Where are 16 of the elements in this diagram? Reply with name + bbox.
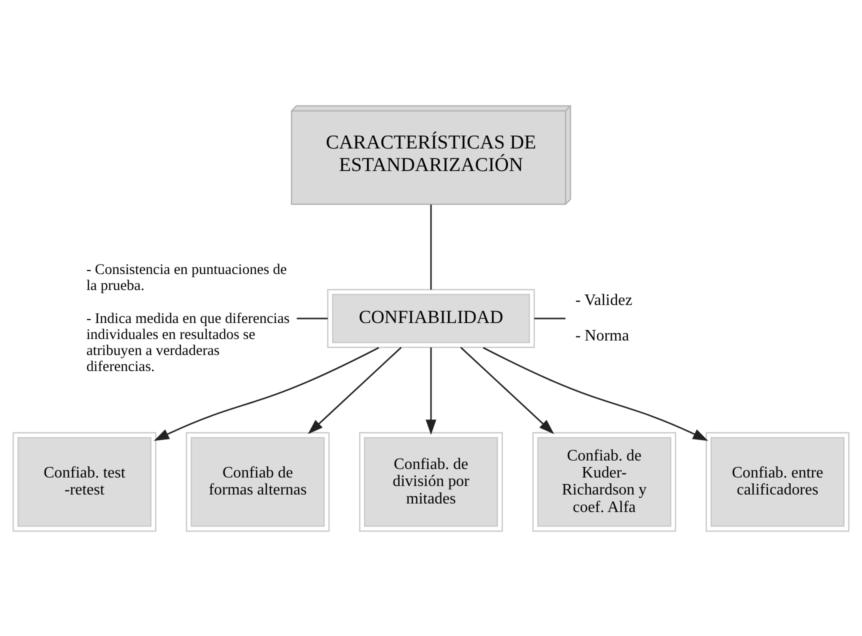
arrow [308,346,402,434]
arrow [426,346,436,434]
connector [296,317,328,319]
node-box: Confiab. de división por mitades [359,432,503,532]
node-box: Confiab. de Kuder-Richardson y coef. Alfa [532,432,676,532]
node-text: - Consistencia en puntuaciones de la prueba. - Indica medida en que diferencias individuales en resultados se atribuyen a verdaderas diferencias. [86,261,290,374]
arrow [154,346,380,440]
node-box: CONFIABILIDAD [327,288,535,348]
node-box: Confiab de formas alternas [186,432,330,532]
node-text: - Validez - Norma [575,291,632,344]
connector [534,317,566,319]
connector [430,204,432,290]
arrow [460,346,554,434]
arrow [482,346,708,440]
node-box: Confiab. test -retest [12,432,156,532]
node-box: Confiab. entre calificadores [706,432,850,532]
